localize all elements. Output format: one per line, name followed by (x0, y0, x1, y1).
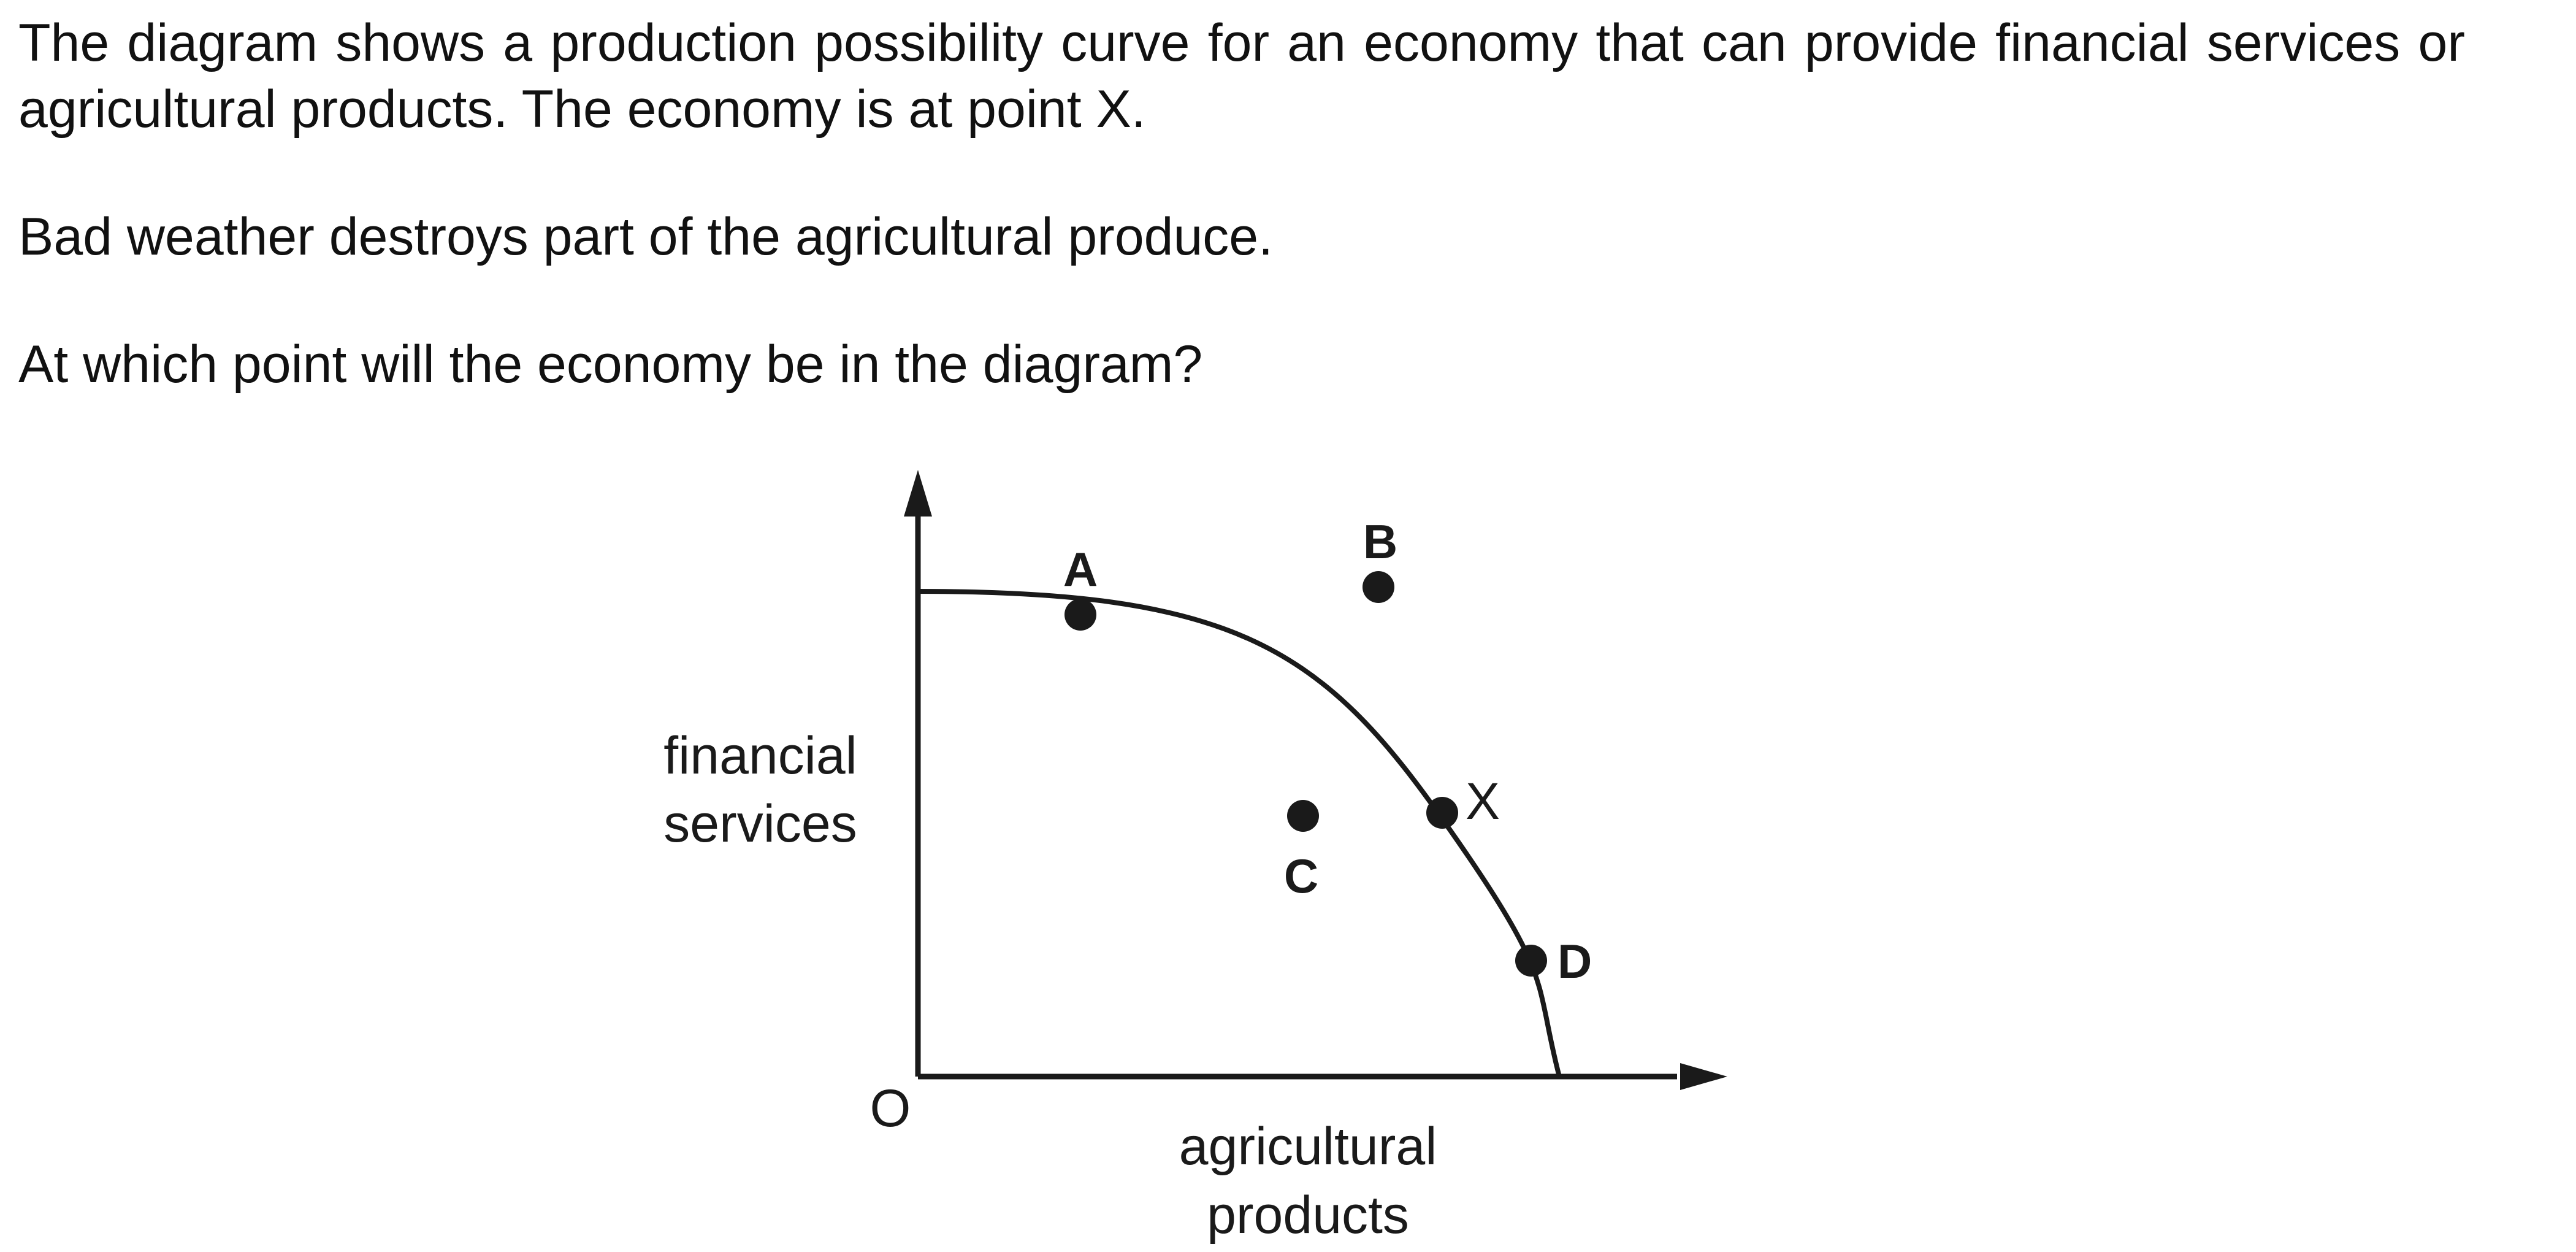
point-b-marker (1363, 571, 1394, 603)
x-axis-label-line2: products (1207, 1186, 1409, 1245)
point-x-label: X (1466, 772, 1500, 830)
point-b-label: B (1363, 515, 1397, 569)
point-c-marker (1287, 800, 1319, 832)
origin-label: O (870, 1079, 911, 1138)
question-paragraph-intro: The diagram shows a production possibili… (18, 13, 2465, 139)
question-paragraph-prompt: At which point will the economy be in th… (18, 335, 1203, 394)
question-text: The diagram shows a production possibili… (18, 10, 2471, 397)
point-d-marker (1515, 945, 1547, 977)
x-axis-label-line1: agricultural (1179, 1117, 1437, 1176)
point-d-label: D (1557, 934, 1592, 988)
point-c-label: C (1284, 849, 1318, 903)
axes (915, 515, 1677, 1080)
point-a-label: A (1063, 542, 1098, 596)
point-x-marker (1426, 797, 1458, 829)
x-axis-arrowhead (1680, 1063, 1727, 1090)
y-axis-label-line1: financial (663, 726, 857, 785)
production-possibility-curve (917, 589, 1562, 1078)
point-a-marker (1064, 599, 1096, 631)
y-axis-label-line2: services (663, 794, 857, 853)
y-axis-arrowhead (904, 470, 932, 517)
question-paragraph-event: Bad weather destroys part of the agricul… (18, 207, 1274, 266)
